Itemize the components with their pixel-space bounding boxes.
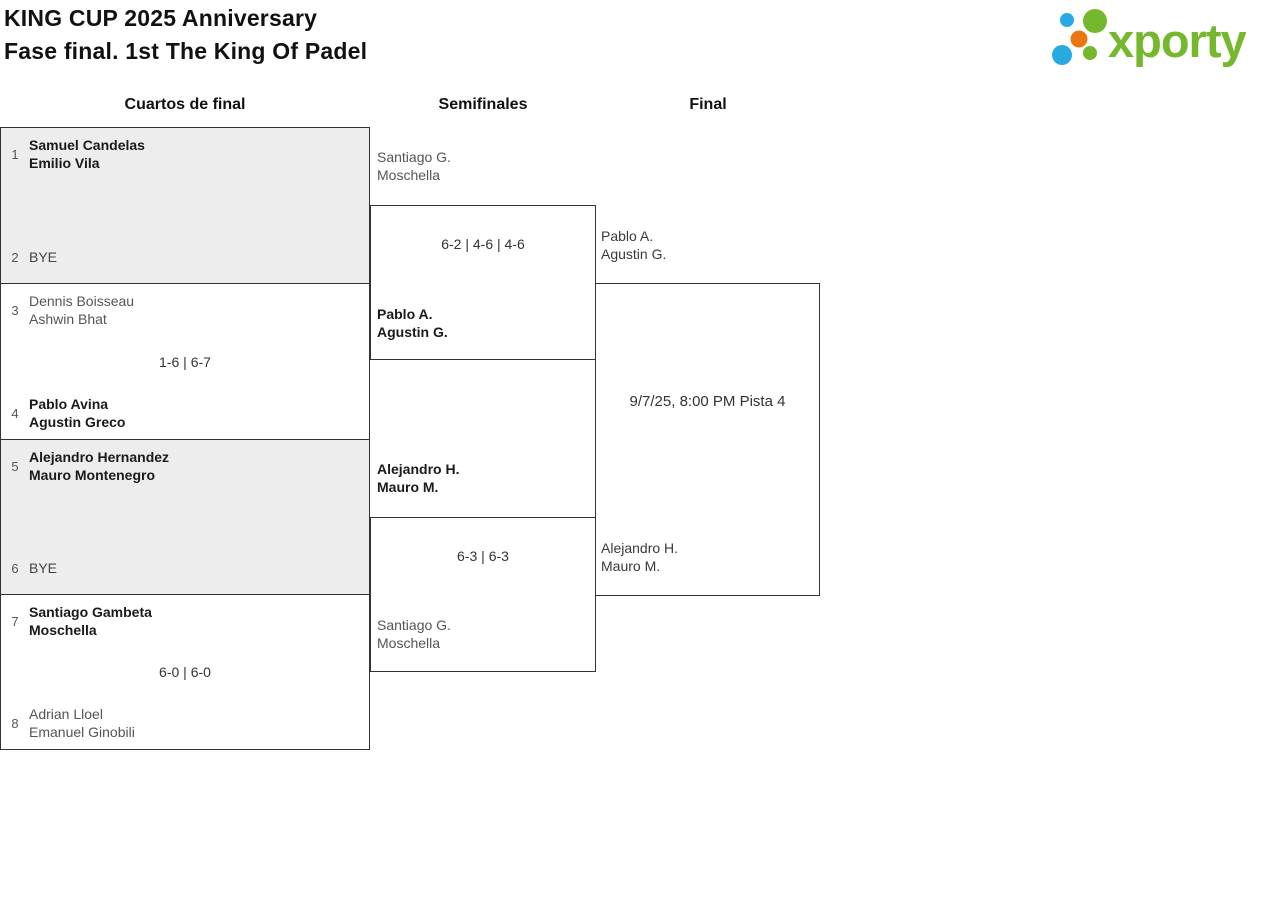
semifinal-match-1[interactable] xyxy=(370,205,596,360)
sf2-top-team: Alejandro H. Mauro M. xyxy=(377,460,459,496)
sf1-score: 6-2 | 4-6 | 4-6 xyxy=(441,236,525,252)
quarterfinal-match-2[interactable]: 3 Dennis Boisseau Ashwin Bhat 1-6 | 6-7 … xyxy=(0,284,370,440)
bye-label: BYE xyxy=(29,249,58,265)
logo-dot-green-small xyxy=(1083,46,1097,60)
team-names: Pablo Avina Agustin Greco xyxy=(29,395,125,431)
seed-number: 2 xyxy=(11,249,19,265)
player-name: Alejandro H. xyxy=(601,540,679,556)
logo-dot-blue-large xyxy=(1052,45,1072,65)
seed-number: 8 xyxy=(11,715,19,731)
round-header-quarterfinals: Cuartos de final xyxy=(124,96,246,113)
seed-number: 6 xyxy=(11,560,19,576)
player-name: Samuel Candelas xyxy=(29,137,145,153)
team-names: Alejandro Hernandez Mauro Montenegro xyxy=(29,448,169,484)
phase-subtitle: Fase final. 1st The King Of Padel xyxy=(4,38,368,64)
seed-number: 4 xyxy=(11,405,19,421)
player-name: Santiago Gambeta xyxy=(29,604,152,620)
player-name: Dennis Boisseau xyxy=(29,293,135,309)
player-name: Adrian Lloel xyxy=(29,706,103,722)
team-row: 5 Alejandro Hernandez Mauro Montenegro xyxy=(9,448,361,484)
bye-label: BYE xyxy=(29,560,58,576)
tournament-title: KING CUP 2025 Anniversary xyxy=(4,5,318,31)
sf2-score: 6-3 | 6-3 xyxy=(457,548,509,564)
logo-dot-green-large xyxy=(1083,9,1107,33)
player-name: Ashwin Bhat xyxy=(29,311,107,327)
seed-number: 3 xyxy=(11,302,19,318)
team-row-bye: 6 BYE xyxy=(9,550,361,586)
final-match[interactable] xyxy=(595,283,820,596)
player-name: Alejandro Hernandez xyxy=(29,449,170,465)
sf1-top-team: Santiago G. Moschella xyxy=(377,148,451,184)
round-header-final: Final xyxy=(689,96,727,113)
final-schedule: 9/7/25, 8:00 PM Pista 4 xyxy=(629,393,786,410)
seed-number: 5 xyxy=(11,458,19,474)
team-row-bye: 2 BYE xyxy=(9,239,361,275)
player-name: Moschella xyxy=(377,167,441,183)
team-names: Dennis Boisseau Ashwin Bhat xyxy=(29,292,134,328)
player-name: Agustin G. xyxy=(601,246,667,262)
quarterfinal-match-4[interactable]: 7 Santiago Gambeta Moschella 6-0 | 6-0 8… xyxy=(0,595,370,750)
player-name: Pablo Avina xyxy=(29,396,109,412)
player-name: Alejandro H. xyxy=(377,461,460,477)
team-names: BYE xyxy=(29,248,57,266)
logo-dot-blue-small xyxy=(1060,13,1074,27)
player-name: Santiago G. xyxy=(377,617,451,633)
team-names: Adrian Lloel Emanuel Ginobili xyxy=(29,705,135,741)
logo-text: xporty xyxy=(1108,14,1247,67)
final-top-team: Pablo A. Agustin G. xyxy=(601,227,666,263)
page-title: KING CUP 2025 Anniversary Fase final. 1s… xyxy=(4,2,367,68)
seed-number: 1 xyxy=(11,146,19,162)
match-score: 1-6 | 6-7 xyxy=(159,353,211,370)
player-name: Pablo A. xyxy=(377,306,433,322)
sf1-bottom-team: Pablo A. Agustin G. xyxy=(377,305,448,341)
player-name: Emilio Vila xyxy=(29,155,100,171)
player-name: Santiago G. xyxy=(377,149,451,165)
xporty-logo[interactable]: xporty xyxy=(1048,3,1278,71)
player-name: Mauro Montenegro xyxy=(29,467,155,483)
player-name: Mauro M. xyxy=(601,558,661,574)
team-names: Santiago Gambeta Moschella xyxy=(29,603,152,639)
team-row: 1 Samuel Candelas Emilio Vila xyxy=(9,136,361,172)
quarterfinal-match-3[interactable]: 5 Alejandro Hernandez Mauro Montenegro 6… xyxy=(0,440,370,595)
player-name: Moschella xyxy=(377,635,441,651)
player-name: Mauro M. xyxy=(377,479,439,495)
quarterfinal-match-1[interactable]: 1 Samuel Candelas Emilio Vila 2 BYE xyxy=(0,127,370,284)
team-row: 4 Pablo Avina Agustin Greco xyxy=(9,395,361,431)
player-name: Pablo A. xyxy=(601,228,654,244)
player-name: Moschella xyxy=(29,622,97,638)
match-score: 6-0 | 6-0 xyxy=(159,664,211,680)
logo-dot-orange xyxy=(1070,30,1088,48)
team-row: 3 Dennis Boisseau Ashwin Bhat xyxy=(9,292,361,328)
final-bottom-team: Alejandro H. Mauro M. xyxy=(601,539,678,575)
seed-number: 7 xyxy=(11,613,19,629)
player-name: Agustin Greco xyxy=(29,414,126,430)
team-names: BYE xyxy=(29,559,57,577)
player-name: Agustin G. xyxy=(377,324,448,340)
team-names: Samuel Candelas Emilio Vila xyxy=(29,136,145,172)
team-row: 8 Adrian Lloel Emanuel Ginobili xyxy=(9,705,361,741)
player-name: Emanuel Ginobili xyxy=(29,724,135,740)
team-row: 7 Santiago Gambeta Moschella xyxy=(9,603,361,639)
round-header-semifinals: Semifinales xyxy=(438,96,528,113)
sf2-bottom-team: Santiago G. Moschella xyxy=(377,616,451,652)
